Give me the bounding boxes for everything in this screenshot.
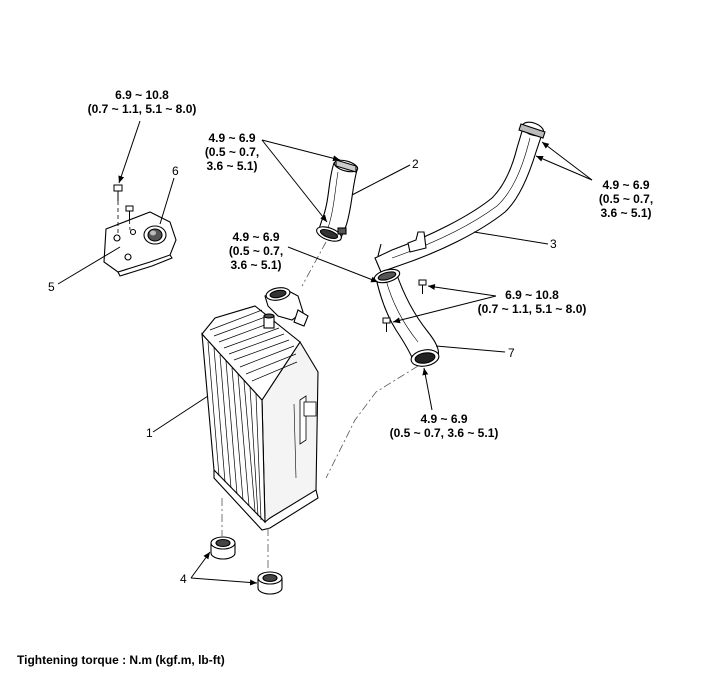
- torque-conversion: (0.7 ~ 1.1, 5.1 ~ 8.0): [477, 302, 587, 316]
- tightening-torque-note: Tightening torque : N.m (kgf.m, lb-ft): [17, 653, 225, 667]
- torque-value: 6.9 ~ 10.8: [115, 88, 169, 102]
- bracket-bolts: [113, 184, 134, 236]
- torque-label-joint: 4.9 ~ 6.9 (0.5 ~ 0.7, 3.6 ~ 5.1): [222, 230, 290, 272]
- torque-conversion-2: 3.6 ~ 5.1): [230, 258, 282, 272]
- pipe-bolts: [382, 279, 427, 332]
- part-number-1: 1: [146, 426, 153, 440]
- part-number-5: 5: [48, 280, 55, 294]
- torque-label-pipe-bolts: 6.9 ~ 10.8 (0.7 ~ 1.1, 5.1 ~ 8.0): [470, 288, 594, 316]
- intercooler-pipe: [374, 121, 546, 273]
- torque-value: 4.9 ~ 6.9: [420, 412, 468, 426]
- part-number-2: 2: [412, 157, 419, 171]
- part-number-4: 4: [180, 572, 187, 586]
- torque-conversion-1: (0.5 ~ 0.7,: [228, 244, 284, 258]
- upper-hose: [316, 159, 359, 242]
- torque-conversion-2: 3.6 ~ 5.1): [600, 206, 652, 220]
- torque-label-hose-7: 4.9 ~ 6.9 (0.5 ~ 0.7, 3.6 ~ 5.1): [380, 412, 508, 440]
- torque-label-bracket-bolt: 6.9 ~ 10.8 (0.7 ~ 1.1, 5.1 ~ 8.0): [82, 88, 202, 116]
- torque-label-pipe-3-end: 4.9 ~ 6.9 (0.5 ~ 0.7, 3.6 ~ 5.1): [592, 178, 660, 220]
- intercooler-neck: [263, 287, 309, 329]
- lower-hose: [373, 268, 440, 367]
- assembly-lines: [221, 241, 419, 570]
- intercooler-body: [201, 305, 319, 531]
- rubber-insulator: [143, 225, 167, 245]
- torque-value: 6.9 ~ 10.8: [505, 288, 559, 302]
- leader-lines: [57, 120, 593, 586]
- mounting-bracket: [103, 211, 177, 277]
- torque-label-hose-2: 4.9 ~ 6.9 (0.5 ~ 0.7, 3.6 ~ 5.1): [198, 131, 266, 173]
- torque-conversion-1: (0.5 ~ 0.7,: [598, 192, 654, 206]
- torque-conversion: (0.7 ~ 1.1, 5.1 ~ 8.0): [87, 102, 197, 116]
- rubber-mounts: [210, 536, 283, 595]
- part-number-3: 3: [550, 237, 557, 251]
- torque-conversion-2: 3.6 ~ 5.1): [206, 159, 258, 173]
- torque-value: 4.9 ~ 6.9: [232, 230, 280, 244]
- torque-value: 4.9 ~ 6.9: [208, 131, 256, 145]
- part-number-6: 6: [172, 164, 179, 178]
- torque-conversion: (0.5 ~ 0.7, 3.6 ~ 5.1): [389, 426, 499, 440]
- torque-value: 4.9 ~ 6.9: [602, 178, 650, 192]
- torque-conversion-1: (0.5 ~ 0.7,: [204, 145, 260, 159]
- part-number-7: 7: [508, 346, 515, 360]
